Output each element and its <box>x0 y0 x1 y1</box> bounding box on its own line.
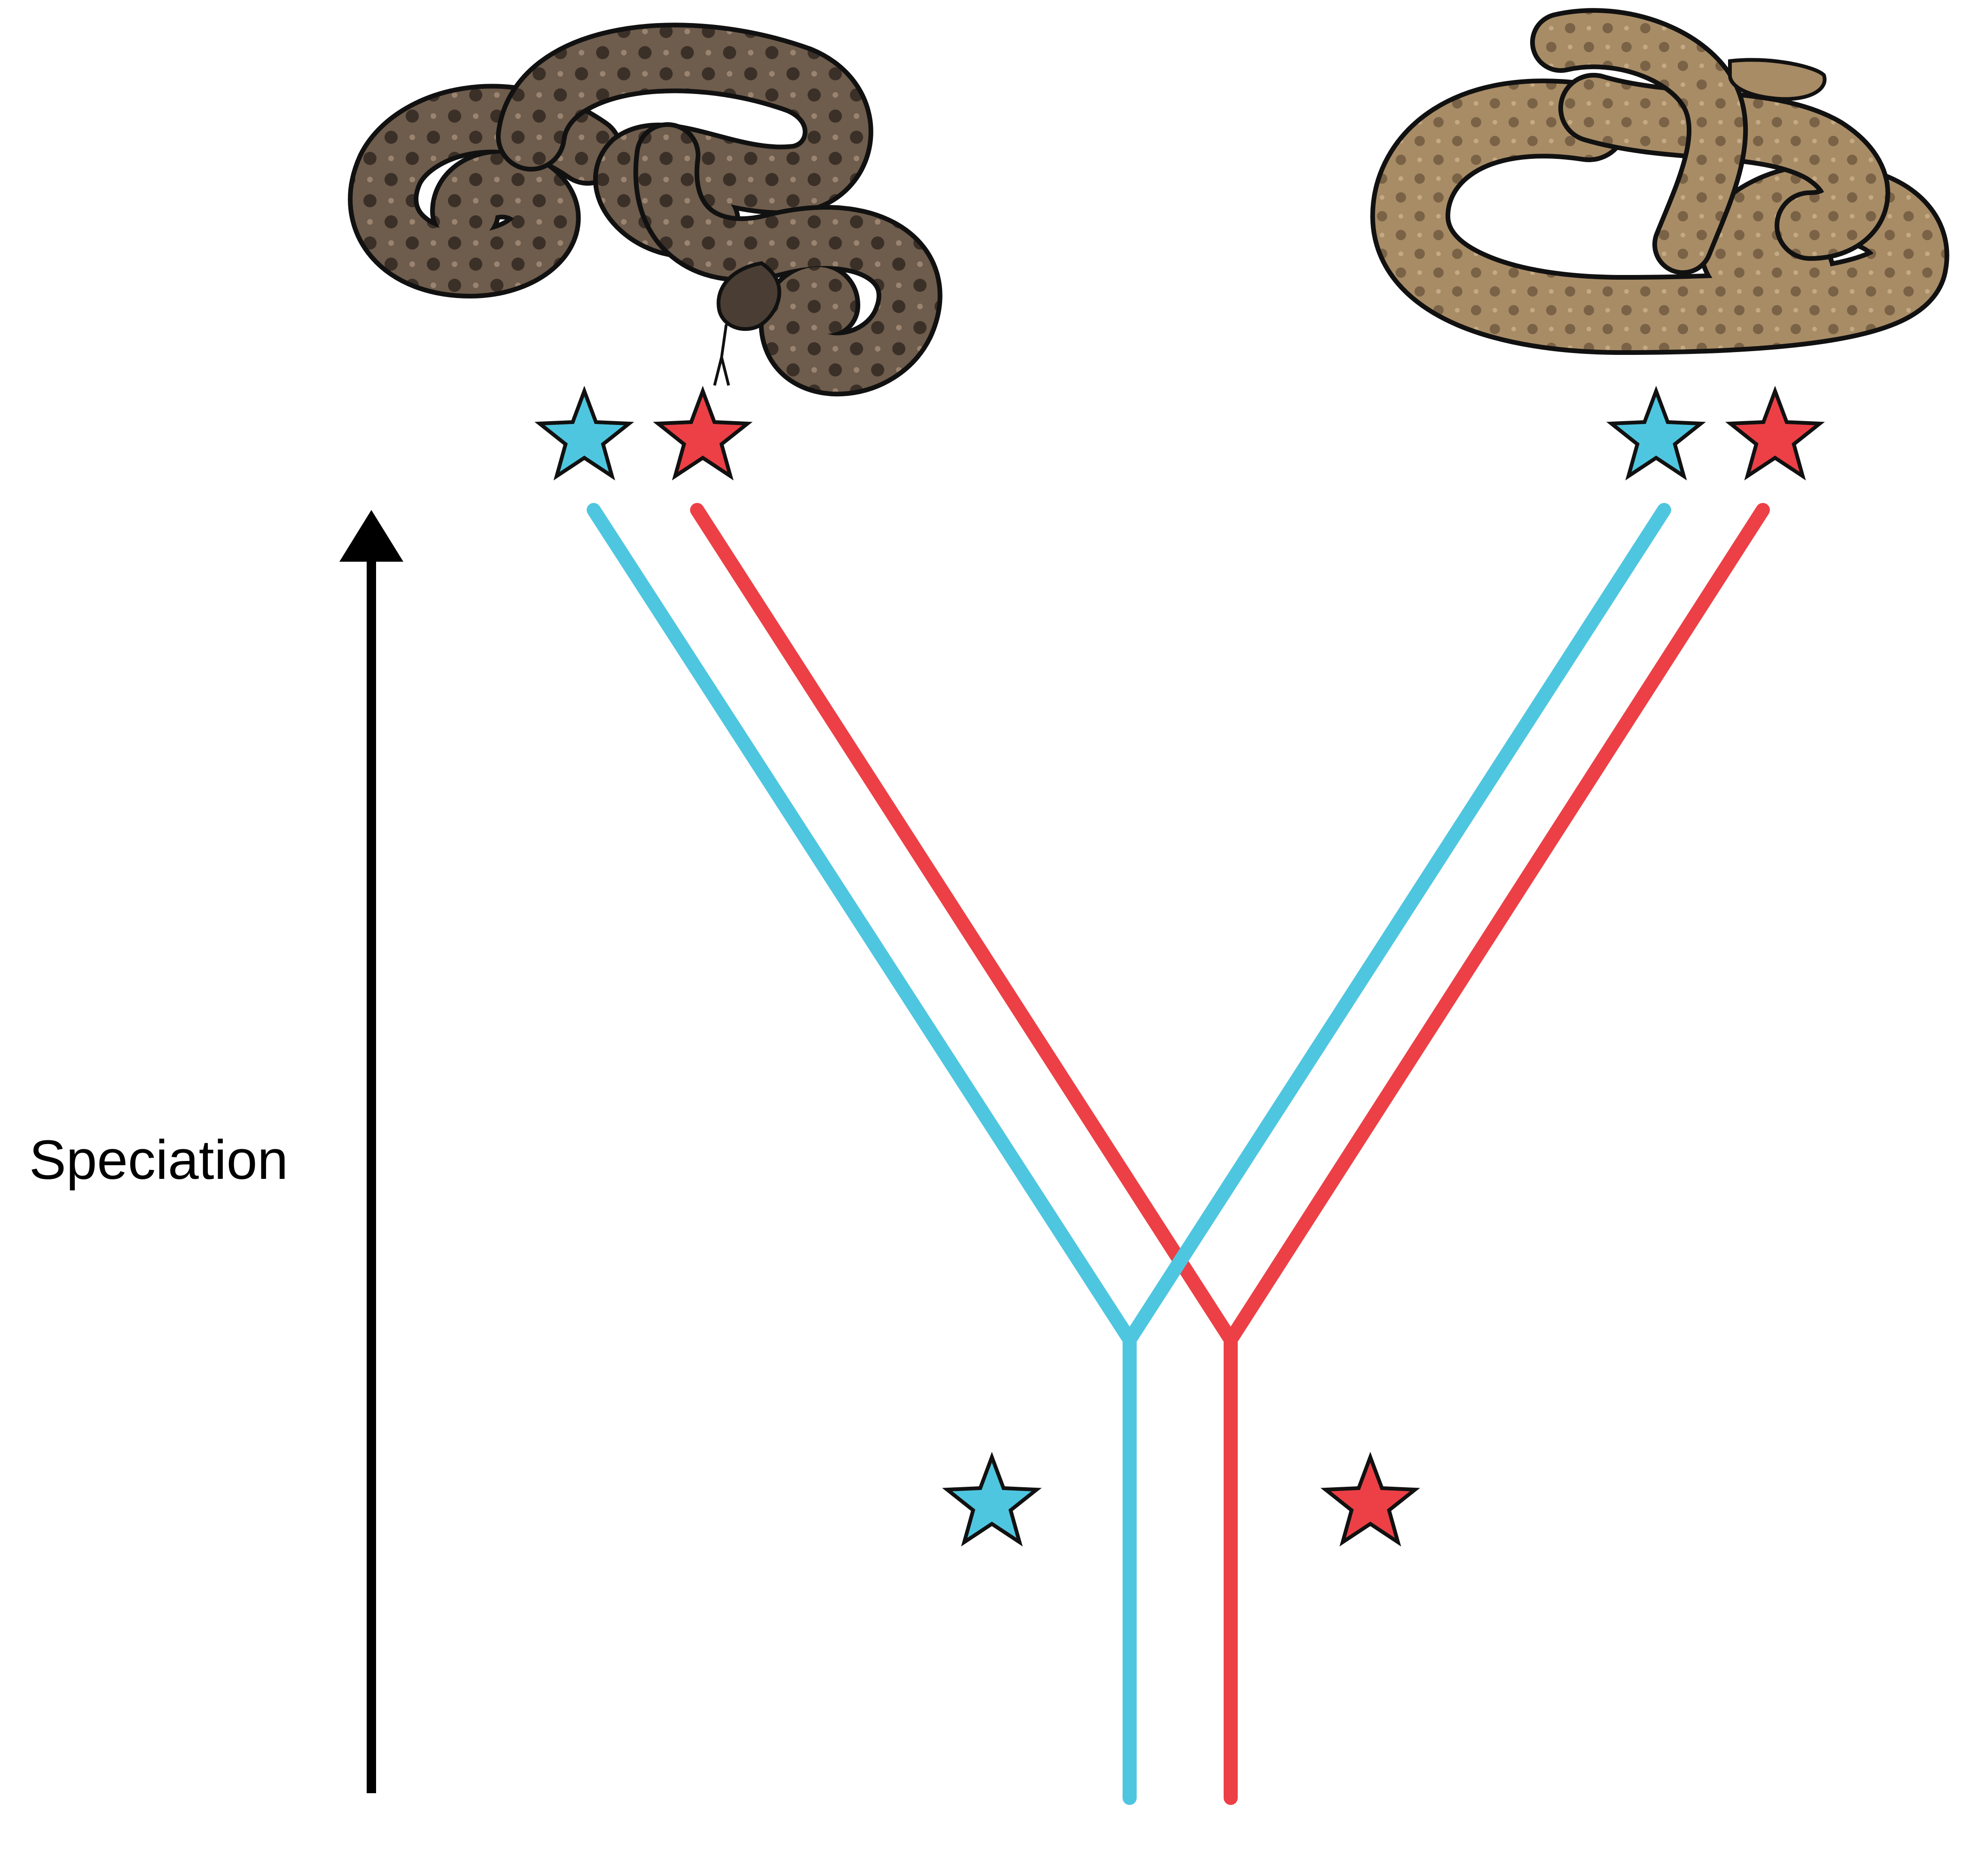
blue-gene-lineage <box>587 503 1137 1805</box>
speciation-label: Speciation <box>29 1129 288 1191</box>
allele-markers <box>534 385 1825 1547</box>
speciation-arrow <box>339 510 403 1793</box>
ancestral-red-star <box>1320 1451 1420 1547</box>
right-species-blue-star <box>1606 385 1706 481</box>
blue-right-branch <box>1123 503 1671 1347</box>
tan-rattlesnake-icon <box>1370 8 1949 355</box>
ancestral-blue-star <box>942 1451 1042 1547</box>
dark-rattlesnake-icon <box>348 23 943 397</box>
red-gene-lineage <box>690 503 1238 1805</box>
right-species-red-star <box>1725 385 1825 481</box>
left-species-red-star <box>653 385 753 481</box>
left-species-blue-star <box>534 385 634 481</box>
red-right-branch <box>1224 503 1770 1347</box>
